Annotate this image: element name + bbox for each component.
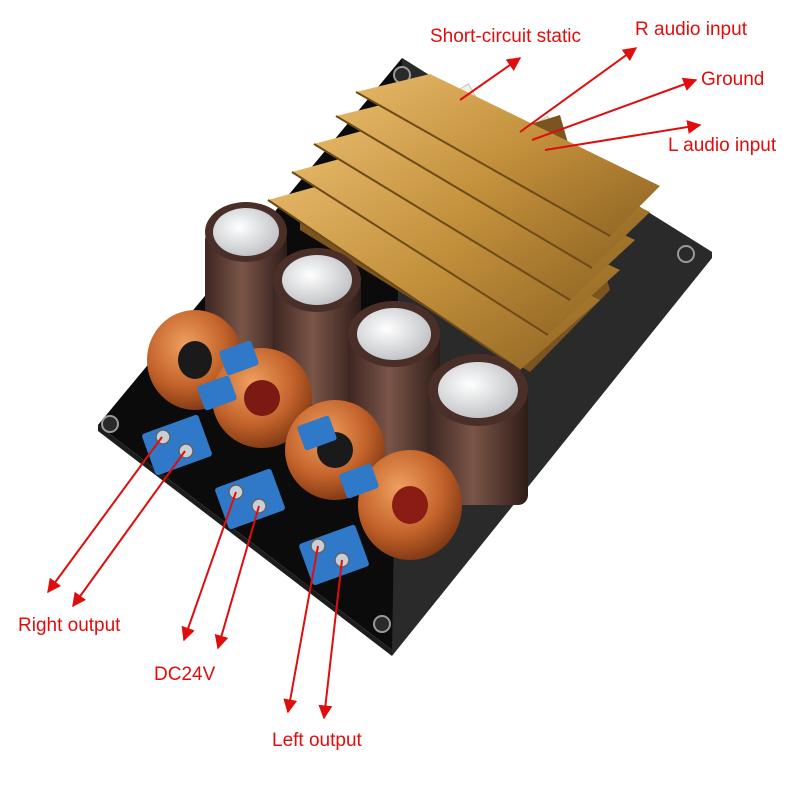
- arrow-dc24v-1: [181, 491, 237, 642]
- label-right-output: Right output: [18, 615, 121, 636]
- arrow-right-output-2: [72, 450, 186, 608]
- label-r-audio-input: R audio input: [635, 19, 747, 40]
- arrow-short-circuit: [459, 57, 522, 101]
- label-ground: Ground: [701, 69, 765, 90]
- arrow-dc24v-2: [214, 505, 260, 650]
- mounting-hole-right: [677, 245, 695, 263]
- arrow-right-output-1: [47, 436, 163, 594]
- capacitor-1: [205, 202, 287, 350]
- callout-arrows: [47, 47, 702, 720]
- inductor-4: [358, 450, 462, 560]
- inductor-2: [212, 348, 312, 448]
- terminal-dc24v: [215, 468, 285, 530]
- label-dc24v: DC24V: [154, 664, 216, 685]
- arrow-l-audio-input: [544, 120, 702, 151]
- label-left-output: Left output: [272, 730, 362, 751]
- arrow-left-output-2: [318, 559, 343, 720]
- arrow-r-audio-input: [519, 47, 638, 133]
- label-l-audio-input: L audio input: [668, 135, 777, 156]
- mounting-hole-left: [101, 415, 119, 433]
- arrow-ground: [531, 77, 698, 141]
- film-capacitors: [197, 340, 379, 499]
- label-short-circuit-static: Short-circuit static: [430, 26, 581, 47]
- heatsink: [267, 74, 660, 372]
- mounting-hole-bottom: [373, 615, 391, 633]
- arrow-left-output-1: [283, 545, 319, 714]
